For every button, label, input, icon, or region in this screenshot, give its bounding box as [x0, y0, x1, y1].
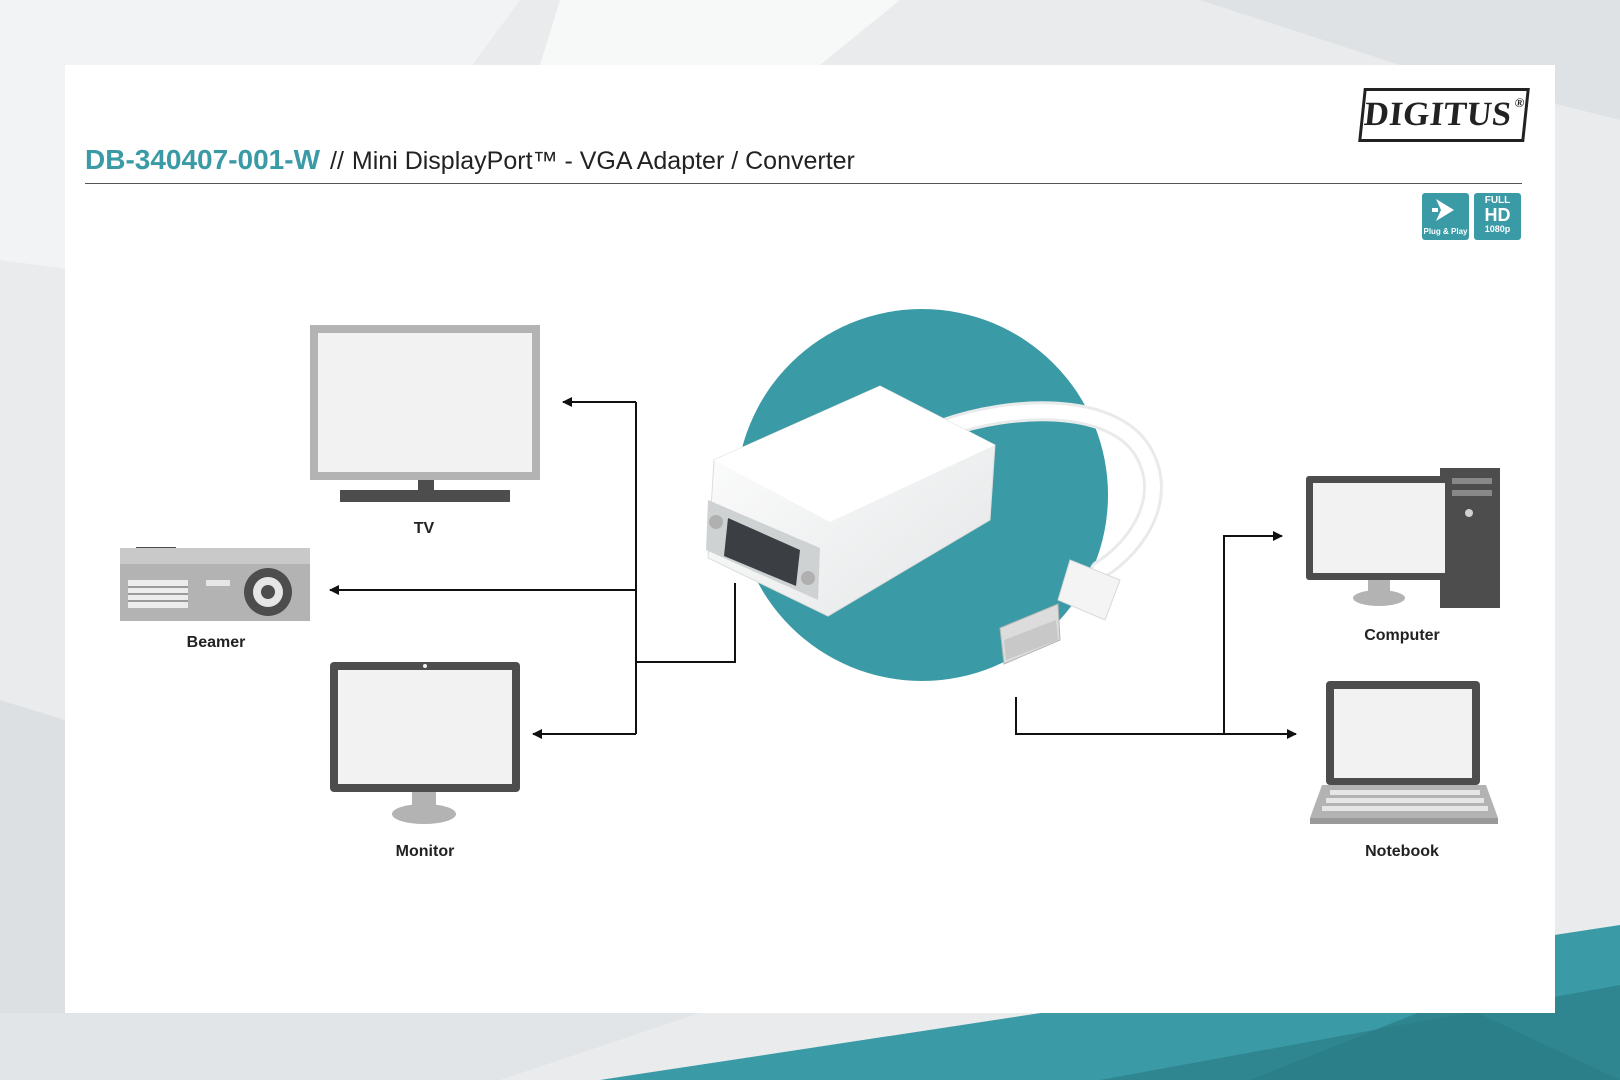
product-code: DB-340407-001-W: [85, 144, 320, 175]
product-title: Mini DisplayPort™ - VGA Adapter / Conver…: [351, 147, 855, 175]
monitor-icon: [330, 662, 520, 824]
full-hd-top: FULL: [1484, 195, 1511, 206]
device-label-tv: TV: [413, 520, 435, 537]
right-connector-lines: [1015, 531, 1297, 739]
full-hd-sub: 1080p: [1484, 224, 1511, 234]
tv-icon: [310, 325, 540, 502]
device-label-notebook: Notebook: [1365, 843, 1439, 860]
device-label-computer: Computer: [1364, 627, 1440, 644]
page-title: DB-340407-001-W //Mini DisplayPort™ - VGA…: [85, 144, 855, 176]
device-label-monitor: Monitor: [395, 843, 455, 860]
device-label-beamer: Beamer: [186, 634, 246, 651]
notebook-icon: [1310, 681, 1498, 824]
plug-and-play-label: Plug & Play: [1423, 227, 1468, 236]
play-arrow-icon: [1432, 199, 1454, 221]
adapter-illustration: [706, 385, 1163, 665]
beamer-icon: [120, 547, 310, 621]
title-separator: //: [330, 147, 344, 175]
plug-and-play-badge: Plug & Play: [1422, 193, 1469, 240]
left-connector-lines: [329, 397, 736, 739]
title-divider: [85, 183, 1522, 184]
computer-icon: [1306, 468, 1500, 608]
full-hd-badge: FULL HD 1080p: [1474, 193, 1521, 240]
full-hd-main: HD: [1484, 205, 1511, 225]
